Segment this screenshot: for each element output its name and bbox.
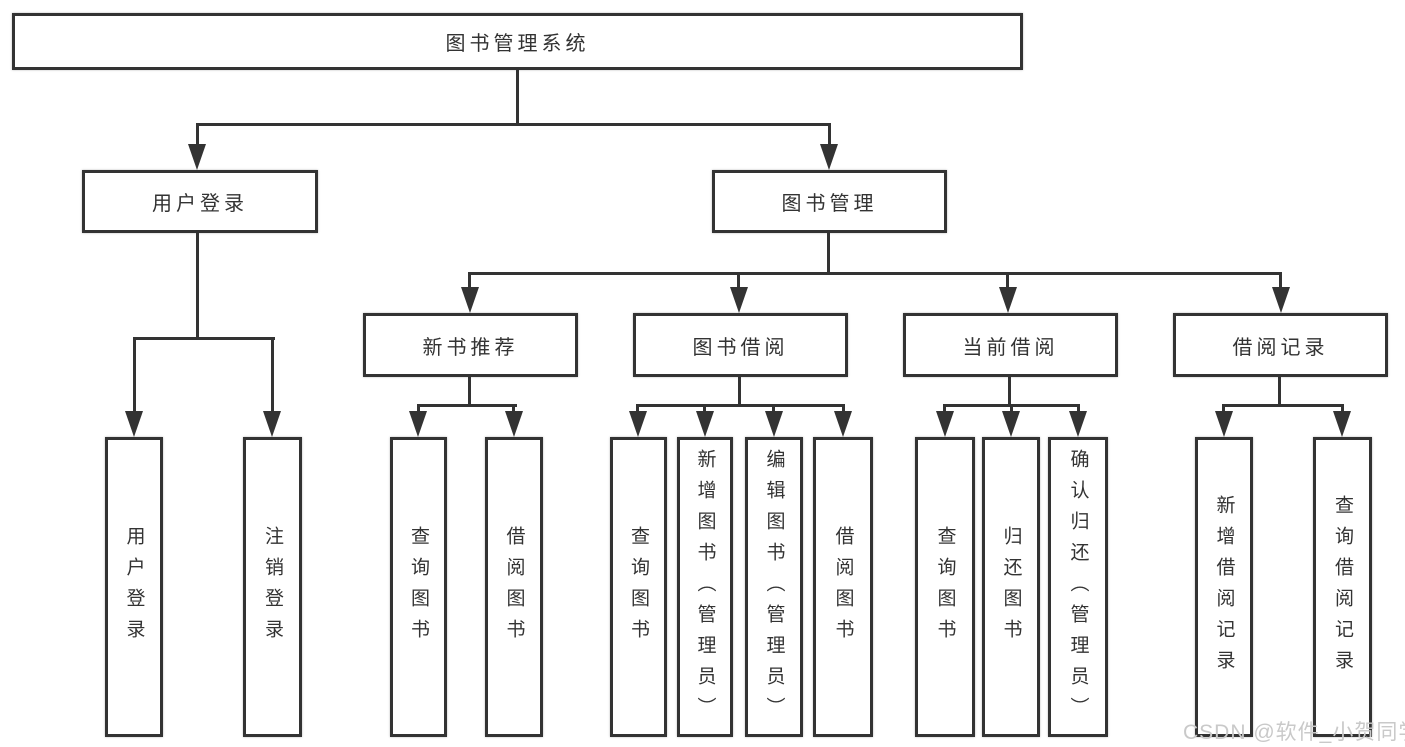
connector-line [827,233,830,274]
leaf-query-borrow-record: 查询借阅记录 [1313,437,1372,737]
connector-line [1279,275,1282,289]
arrow-down-icon [263,411,281,437]
leaf-add-borrow-record: 新增借阅记录 [1195,437,1253,737]
leaf-add-book-admin: 新增图书（管理员） [677,437,733,737]
arrow-down-icon [1333,411,1351,437]
connector-line [196,123,831,126]
connector-line [271,340,274,412]
arrow-down-icon [125,411,143,437]
connector-line [133,340,136,412]
node-borrow-records: 借阅记录 [1173,313,1388,377]
connector-line [1222,404,1344,407]
leaf-return-book: 归还图书 [982,437,1040,737]
csdn-watermark: CSDN @软件_小贺同学 [1183,721,1405,744]
connector-line [737,275,740,289]
node-book-management: 图书管理 [712,170,947,233]
leaf-query-book-1: 查询图书 [390,437,447,737]
connector-line [636,407,639,413]
arrow-down-icon [505,411,523,437]
arrow-down-icon [461,287,479,313]
connector-line [1008,377,1011,406]
connector-line [1077,407,1080,413]
leaf-logout: 注销登录 [243,437,302,737]
connector-line [943,407,946,413]
connector-line [468,275,471,289]
arrow-down-icon [730,287,748,313]
arrow-down-icon [1002,411,1020,437]
node-library-system: 图书管理系统 [12,13,1023,70]
node-new-book-recommend: 新书推荐 [363,313,578,377]
leaf-user-login: 用户登录 [105,437,163,737]
connector-line [417,407,420,413]
leaf-confirm-return-admin: 确认归还（管理员） [1048,437,1108,737]
connector-line [1010,407,1013,413]
leaf-edit-book-admin: 编辑图书（管理员） [745,437,803,737]
connector-line [828,126,831,146]
connector-line [1006,275,1009,289]
arrow-down-icon [820,144,838,170]
arrow-down-icon [188,144,206,170]
connector-line [133,337,275,340]
connector-line [196,126,199,146]
arrow-down-icon [409,411,427,437]
arrow-down-icon [696,411,714,437]
arrow-down-icon [1272,287,1290,313]
connector-line [468,377,471,406]
node-current-borrow: 当前借阅 [903,313,1118,377]
connector-line [738,377,741,406]
leaf-query-book-3: 查询图书 [915,437,975,737]
connector-line [1222,407,1225,413]
leaf-borrow-book-1: 借阅图书 [485,437,543,737]
leaf-borrow-book-2: 借阅图书 [813,437,873,737]
connector-line [196,233,199,339]
connector-line [417,404,517,407]
arrow-down-icon [765,411,783,437]
connector-line [1278,377,1281,406]
connector-line [943,404,1080,407]
connector-line [468,272,1282,275]
leaf-query-book-2: 查询图书 [610,437,667,737]
connector-line [1341,407,1344,413]
connector-line [516,70,519,126]
arrow-down-icon [1069,411,1087,437]
connector-line [512,407,515,413]
arrow-down-icon [629,411,647,437]
connector-line [636,404,845,407]
arrow-down-icon [1215,411,1233,437]
node-book-borrow: 图书借阅 [633,313,848,377]
node-user-login: 用户登录 [82,170,318,233]
connector-line [772,407,775,413]
arrow-down-icon [936,411,954,437]
arrow-down-icon [834,411,852,437]
connector-line [703,407,706,413]
connector-line [842,407,845,413]
arrow-down-icon [999,287,1017,313]
